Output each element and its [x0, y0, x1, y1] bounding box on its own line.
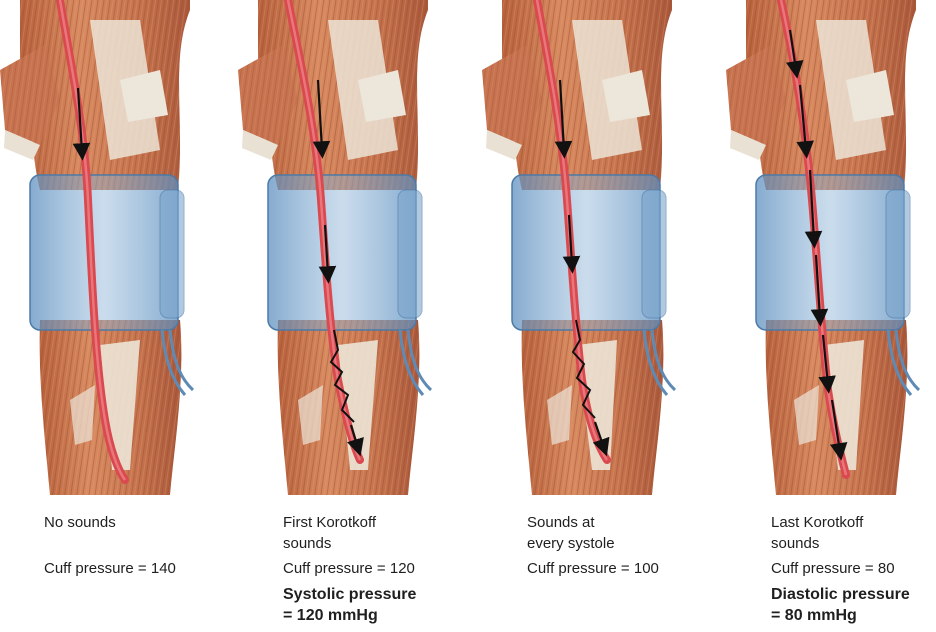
systolic-pressure-result: Systolic pressure = 120 mmHg	[283, 584, 483, 626]
panel-last-korotkoff: Last Korotkoff sounds Cuff pressure = 80…	[726, 0, 936, 632]
panel-every-systole: Sounds at every systole Cuff pressure = …	[482, 0, 716, 632]
arm-illustration-2	[238, 0, 472, 500]
panel-description: Sounds at every systole	[527, 512, 697, 554]
cuff	[268, 175, 422, 330]
panel-first-korotkoff: First Korotkoff sounds Cuff pressure = 1…	[238, 0, 472, 632]
panel-no-sounds: No sounds Cuff pressure = 140	[0, 0, 234, 632]
diastolic-pressure-result: Diastolic pressure = 80 mmHg	[771, 584, 936, 626]
cuff	[756, 175, 910, 330]
arm-illustration-1	[0, 0, 234, 500]
cuff-pressure-label: Cuff pressure = 80	[771, 558, 936, 579]
forearm-muscle	[278, 320, 420, 495]
panel-description: First Korotkoff sounds	[283, 512, 453, 554]
panel-description: No sounds	[44, 512, 214, 533]
cuff-pressure-label: Cuff pressure = 140	[44, 558, 244, 579]
forearm-muscle	[522, 320, 664, 495]
cuff	[30, 175, 184, 330]
forearm-muscle	[766, 320, 908, 495]
cuff-pressure-label: Cuff pressure = 120	[283, 558, 483, 579]
cuff	[512, 175, 666, 330]
cuff-pressure-label: Cuff pressure = 100	[527, 558, 727, 579]
forearm-muscle	[40, 320, 182, 495]
arm-illustration-3	[482, 0, 716, 500]
panel-description: Last Korotkoff sounds	[771, 512, 936, 554]
arm-illustration-4	[726, 0, 936, 500]
